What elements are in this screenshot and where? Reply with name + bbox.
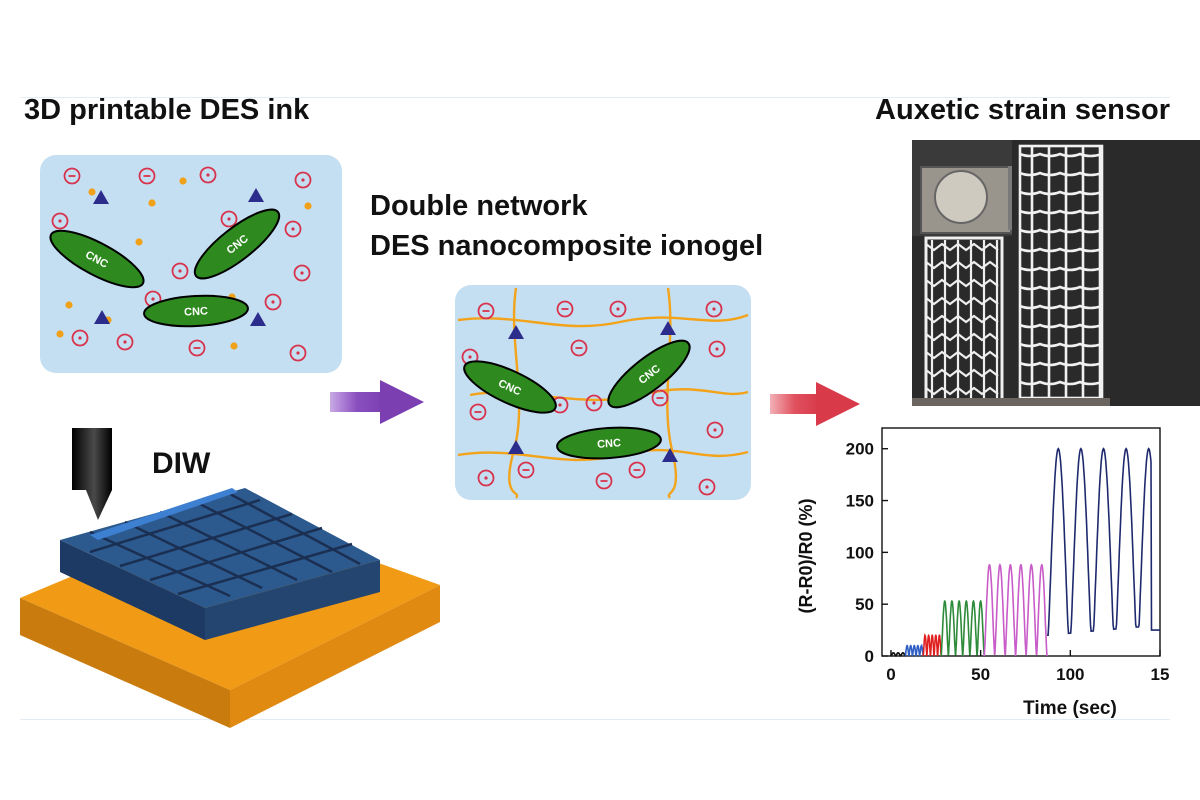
anion-icon bbox=[570, 339, 588, 357]
crosslink-triangle bbox=[508, 440, 524, 454]
strain-response-chart: 0 50 100 150 200 0 50 100 15 Time (sec) (R-R0)/R… bbox=[796, 427, 1170, 719]
arrow-right-purple-icon bbox=[330, 380, 424, 424]
x-tick-label: 100 bbox=[1056, 665, 1084, 684]
y-tick-label: 200 bbox=[846, 440, 874, 459]
ink-title: 3D printable DES ink bbox=[24, 94, 310, 126]
cation-icon bbox=[708, 340, 726, 358]
printed-lattice-top bbox=[60, 488, 380, 608]
crosslinker-triangle bbox=[94, 310, 110, 324]
cation-icon bbox=[284, 220, 302, 238]
cnc-rod: CNC bbox=[143, 294, 249, 328]
y-tick-label: 50 bbox=[855, 595, 874, 614]
chart-frame bbox=[881, 427, 1161, 657]
crosslinker-triangle bbox=[93, 190, 109, 204]
crosslinker-triangle bbox=[250, 312, 266, 326]
additive-dot bbox=[88, 188, 96, 196]
network-title-line2: DES nanocomposite ionogel bbox=[370, 230, 764, 262]
sensor-title: Auxetic strain sensor bbox=[875, 94, 1170, 126]
cation-icon bbox=[264, 293, 282, 311]
cation-icon bbox=[585, 394, 603, 412]
chart-series-line bbox=[904, 643, 925, 657]
network-title-line1: Double network bbox=[370, 190, 588, 222]
anion-icon bbox=[595, 472, 613, 490]
x-tick-label: 50 bbox=[971, 665, 990, 684]
cnc-rod: CNC bbox=[193, 208, 281, 280]
cation-icon bbox=[116, 333, 134, 351]
cation-icon bbox=[477, 469, 495, 487]
sensor-photo-stretched bbox=[1012, 140, 1200, 406]
y-tick-label: 100 bbox=[846, 543, 874, 562]
chart-series-line bbox=[922, 633, 942, 657]
ink-panel-ions bbox=[51, 166, 312, 362]
chart-series-line bbox=[983, 563, 1048, 657]
chart-series-line bbox=[940, 599, 985, 657]
chart-y-label: (R-R0)/R0 (%) bbox=[796, 498, 816, 613]
additive-dot bbox=[148, 199, 156, 207]
cation-icon bbox=[220, 210, 238, 228]
cation-icon bbox=[698, 478, 716, 496]
crosslinker-triangle bbox=[248, 188, 264, 202]
anion-icon bbox=[63, 167, 81, 185]
anion-icon bbox=[477, 302, 495, 320]
arrow-right-red-icon bbox=[770, 382, 860, 426]
cnc-rod: CNC bbox=[607, 339, 691, 409]
ionogel-panel-ions bbox=[461, 300, 726, 496]
crosslink-triangle bbox=[660, 321, 676, 335]
chart-x-label: Time (sec) bbox=[1023, 698, 1117, 719]
cation-icon bbox=[706, 421, 724, 439]
cnc-label: CNC bbox=[597, 437, 622, 451]
anion-icon bbox=[188, 339, 206, 357]
anion-icon bbox=[469, 403, 487, 421]
diw-label: DIW bbox=[152, 447, 211, 480]
cation-icon bbox=[171, 262, 189, 280]
cation-icon bbox=[609, 300, 627, 318]
anion-icon bbox=[556, 300, 574, 318]
cnc-rod: CNC bbox=[49, 229, 145, 289]
clamp-bolt-icon bbox=[934, 170, 988, 224]
anion-icon bbox=[651, 389, 669, 407]
cation-icon bbox=[71, 329, 89, 347]
additive-dot bbox=[230, 342, 238, 350]
cnc-rod: CNC bbox=[556, 426, 662, 460]
cation-icon bbox=[294, 171, 312, 189]
chart-series-line bbox=[890, 652, 906, 657]
diw-print-illustration bbox=[20, 428, 440, 728]
auxetic-lattice-compressed bbox=[912, 236, 1106, 406]
cnc-label: CNC bbox=[184, 305, 208, 318]
additive-dot bbox=[56, 330, 64, 338]
cnc-rod: CNC bbox=[463, 360, 557, 414]
cation-icon bbox=[289, 344, 307, 362]
chart-series-line bbox=[1046, 447, 1160, 637]
network-title: Double network DES nanocomposite ionogel bbox=[370, 186, 763, 266]
y-tick-label: 0 bbox=[865, 647, 874, 666]
ionogel-panel-background bbox=[455, 285, 751, 500]
ink-panel: CNC CNC CNC bbox=[40, 155, 342, 373]
print-nozzle bbox=[72, 428, 112, 520]
additive-dot bbox=[65, 301, 73, 309]
cation-icon bbox=[705, 300, 723, 318]
ionogel-panel: CNC CNC CNC bbox=[455, 285, 751, 500]
cation-icon bbox=[51, 212, 69, 230]
crosslink-triangle bbox=[662, 448, 678, 462]
additive-dot bbox=[135, 238, 143, 246]
crosslink-triangle bbox=[508, 325, 524, 339]
anion-icon bbox=[138, 167, 156, 185]
additive-dot bbox=[304, 202, 312, 210]
y-tick-label: 150 bbox=[846, 492, 874, 511]
additive-dot bbox=[179, 177, 187, 185]
x-tick-label: 0 bbox=[886, 665, 895, 684]
auxetic-lattice-expanded bbox=[1012, 144, 1110, 406]
cation-icon bbox=[293, 264, 311, 282]
anion-icon bbox=[628, 461, 646, 479]
cation-icon bbox=[199, 166, 217, 184]
x-tick-label: 15 bbox=[1151, 665, 1170, 684]
top-divider bbox=[20, 97, 1170, 98]
bottom-divider bbox=[20, 719, 1170, 720]
anion-icon bbox=[517, 461, 535, 479]
